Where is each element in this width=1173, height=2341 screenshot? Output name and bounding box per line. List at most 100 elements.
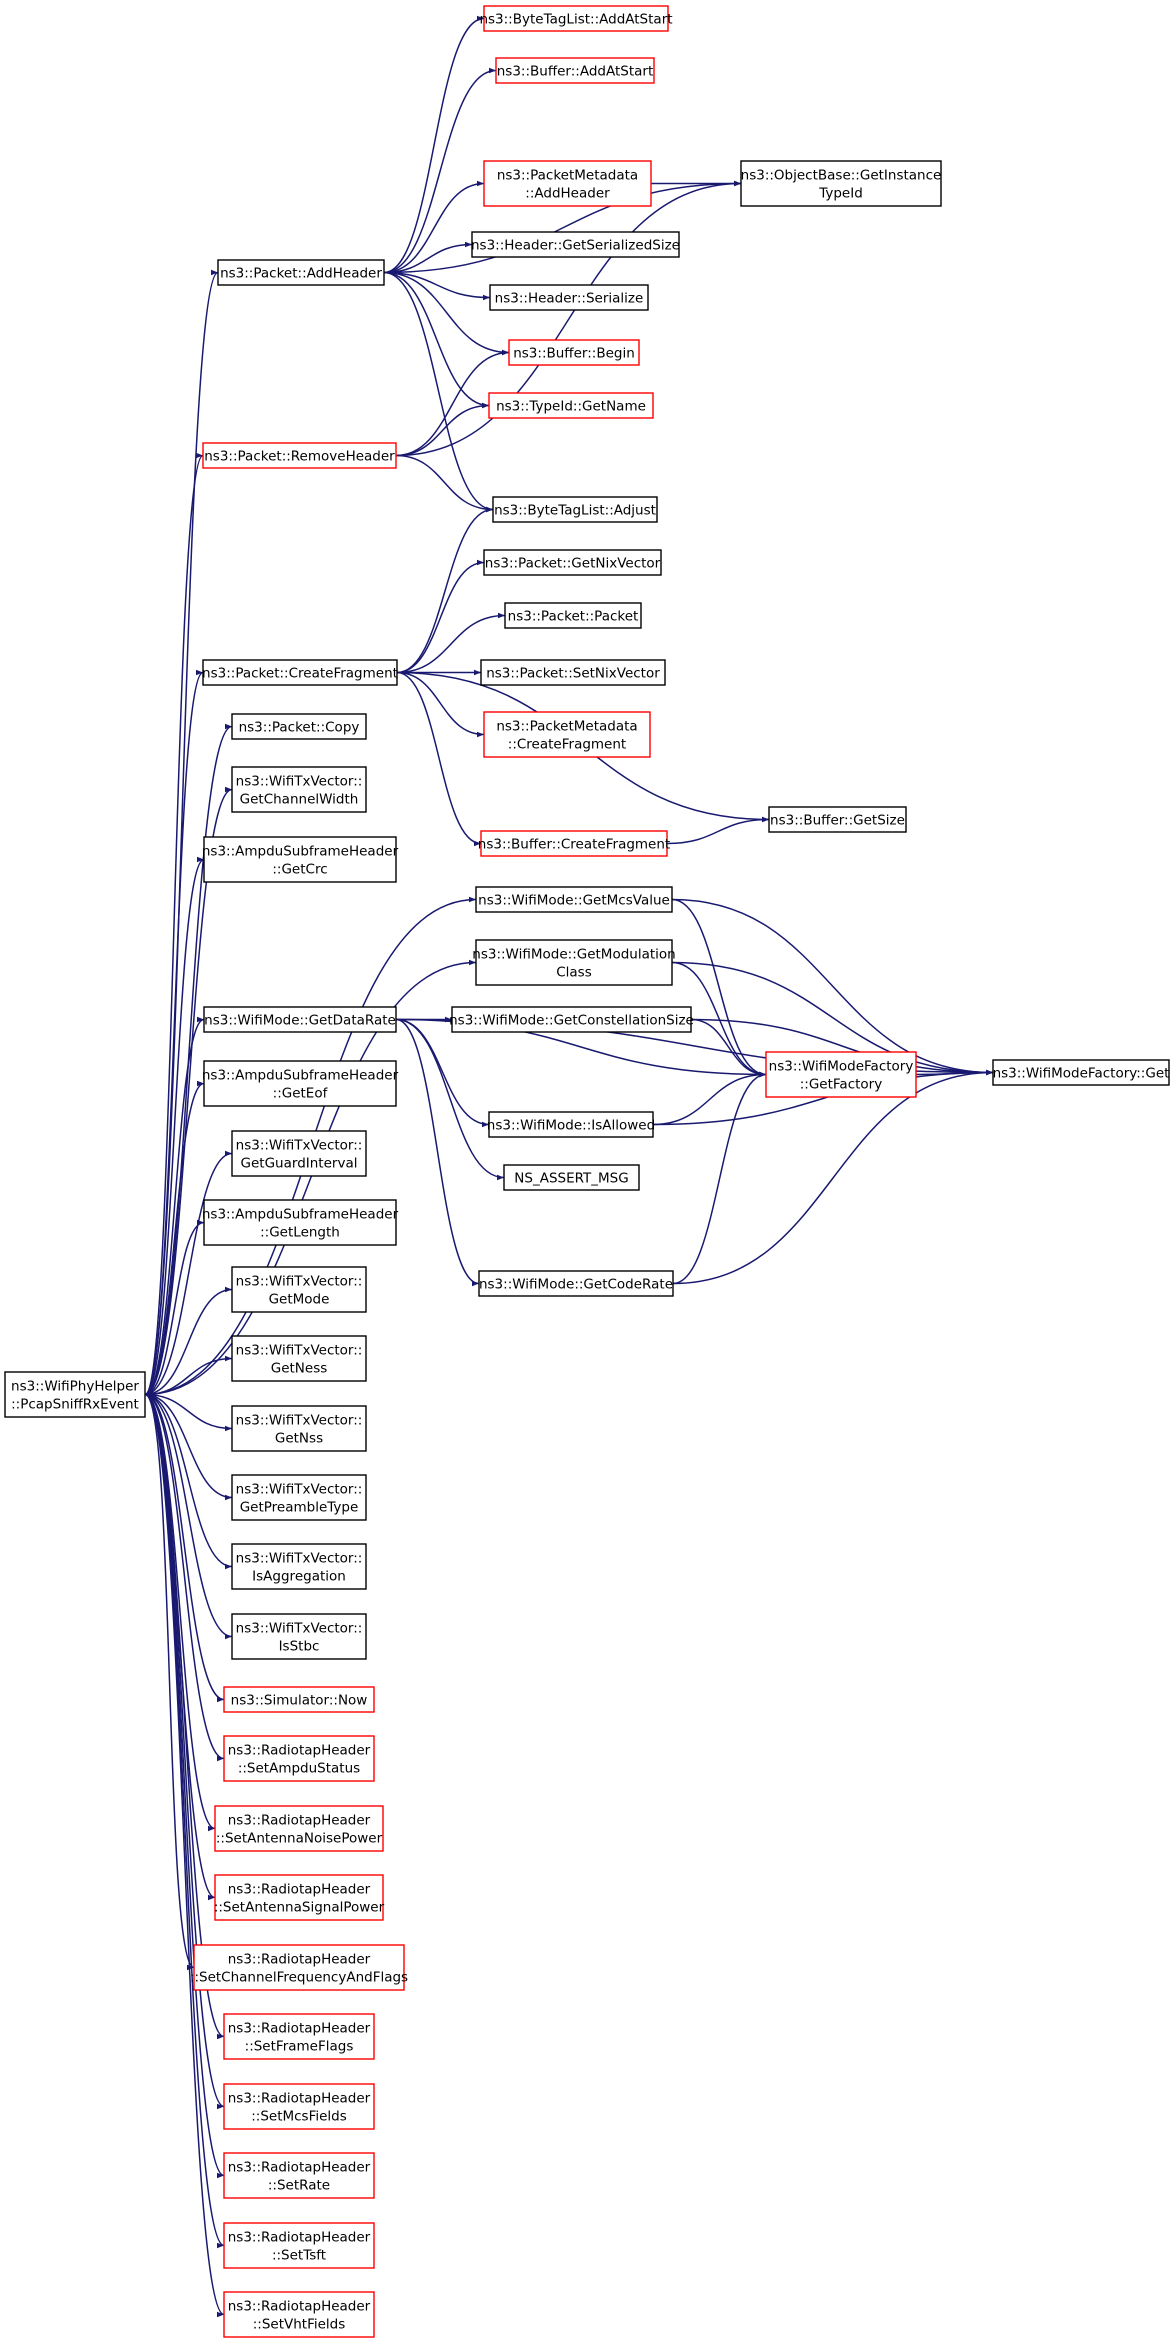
- node-label: ns3::Header::GetSerializedSize: [471, 238, 680, 254]
- node-rt-setantennasignal[interactable]: ns3::RadiotapHeader::SetAntennaSignalPow…: [214, 1874, 385, 1921]
- node-pkt-removeheader[interactable]: ns3::Packet::RemoveHeader: [202, 442, 397, 469]
- node-box: [223, 2083, 375, 2130]
- edge-root-to-pkt-removeheader: [144, 452, 204, 1396]
- node-box: [203, 836, 397, 883]
- node-rt-setrate[interactable]: ns3::RadiotapHeader::SetRate: [223, 2152, 375, 2199]
- node-label: ns3::PacketMetadata: [496, 719, 637, 735]
- node-rt-setampdustatus[interactable]: ns3::RadiotapHeader::SetAmpduStatus: [223, 1735, 375, 1782]
- node-bt-addatstart[interactable]: ns3::ByteTagList::AddAtStart: [479, 5, 673, 32]
- node-buf-createfragment[interactable]: ns3::Buffer::CreateFragment: [478, 830, 670, 857]
- node-typeid-getname[interactable]: ns3::TypeId::GetName: [488, 392, 654, 419]
- node-pkt-createfragment[interactable]: ns3::Packet::CreateFragment: [202, 659, 398, 686]
- node-pm-createfragment[interactable]: ns3::PacketMetadata::CreateFragment: [483, 711, 651, 758]
- node-txv-getness[interactable]: ns3::WifiTxVector::GetNess: [231, 1335, 367, 1382]
- node-buf-addatstart[interactable]: ns3::Buffer::AddAtStart: [495, 57, 655, 84]
- edge-root-to-txv-getmode: [144, 1286, 233, 1396]
- node-ampdu-geteof[interactable]: ns3::AmpduSubframeHeader::GetEof: [202, 1060, 399, 1107]
- node-ampdu-getcrc[interactable]: ns3::AmpduSubframeHeader::GetCrc: [202, 836, 399, 883]
- node-rt-setchannelfreq[interactable]: ns3::RadiotapHeader::SetChannelFrequency…: [190, 1944, 408, 1991]
- node-label: ns3::WifiTxVector::: [236, 1621, 363, 1637]
- node-label: ::SetChannelFrequencyAndFlags: [190, 1970, 408, 1986]
- node-label: ns3::WifiMode::GetMcsValue: [478, 893, 670, 909]
- node-buf-begin[interactable]: ns3::Buffer::Begin: [508, 339, 640, 366]
- node-layer: ns3::WifiPhyHelper::PcapSniffRxEventns3:…: [4, 5, 1170, 2338]
- node-box: [503, 1164, 640, 1191]
- node-root[interactable]: ns3::WifiPhyHelper::PcapSniffRxEvent: [4, 1371, 146, 1418]
- node-ns-assert[interactable]: NS_ASSERT_MSG: [503, 1164, 640, 1191]
- node-label: ns3::RadiotapHeader: [228, 2160, 371, 2176]
- node-txv-isstbc[interactable]: ns3::WifiTxVector::IsStbc: [231, 1613, 367, 1660]
- node-label: ns3::RadiotapHeader: [228, 2230, 371, 2246]
- node-label: ns3::Packet::AddHeader: [220, 266, 382, 282]
- node-pkt-addheader[interactable]: ns3::Packet::AddHeader: [217, 259, 385, 286]
- node-label: ::GetCrc: [272, 862, 327, 878]
- edge-root-to-ampdu-getcrc: [144, 856, 205, 1396]
- node-rt-setantennanoise[interactable]: ns3::RadiotapHeader::SetAntennaNoisePowe…: [214, 1805, 384, 1852]
- node-label: ns3::Packet::SetNixVector: [486, 666, 660, 682]
- node-box: [768, 806, 907, 833]
- edge-root-to-ampdu-geteof: [144, 1080, 205, 1396]
- node-txv-getguard[interactable]: ns3::WifiTxVector::GetGuardInterval: [231, 1130, 367, 1177]
- node-label: ns3::Buffer::Begin: [513, 346, 635, 362]
- edge-root-to-ampdu-getlength: [144, 1219, 205, 1396]
- node-label: GetChannelWidth: [240, 792, 359, 808]
- node-rt-setmcsfields[interactable]: ns3::RadiotapHeader::SetMcsFields: [223, 2083, 375, 2130]
- edge-pkt-createfragment-to-bt-adjust: [396, 506, 494, 674]
- node-box: [231, 713, 367, 740]
- node-label: ns3::AmpduSubframeHeader: [202, 844, 399, 860]
- node-hdr-serialize[interactable]: ns3::Header::Serialize: [489, 284, 649, 311]
- node-txv-getpreamble[interactable]: ns3::WifiTxVector::GetPreambleType: [231, 1474, 367, 1521]
- node-rt-settsft[interactable]: ns3::RadiotapHeader::SetTsft: [223, 2222, 375, 2269]
- node-rt-setvhtfields[interactable]: ns3::RadiotapHeader::SetVhtFields: [223, 2291, 375, 2338]
- node-buf-getsize[interactable]: ns3::Buffer::GetSize: [768, 806, 907, 833]
- node-rt-setframeflags[interactable]: ns3::RadiotapHeader::SetFrameFlags: [223, 2013, 375, 2060]
- node-pkt-packet[interactable]: ns3::Packet::Packet: [504, 602, 642, 629]
- node-box: [223, 1735, 375, 1782]
- node-bt-adjust[interactable]: ns3::ByteTagList::Adjust: [492, 496, 658, 523]
- node-label: ns3::Packet::Packet: [508, 609, 639, 625]
- node-box: [480, 659, 666, 686]
- edge-root-to-rt-setchannelfreq: [144, 1393, 195, 1971]
- node-ampdu-getlength[interactable]: ns3::AmpduSubframeHeader::GetLength: [202, 1199, 399, 1246]
- node-box: [231, 1474, 367, 1521]
- node-wm-getmcsvalue[interactable]: ns3::WifiMode::GetMcsValue: [475, 886, 673, 913]
- node-wm-getconstellation[interactable]: ns3::WifiMode::GetConstellationSize: [449, 1006, 694, 1033]
- node-label: GetGuardInterval: [241, 1156, 358, 1172]
- node-label: ns3::AmpduSubframeHeader: [202, 1207, 399, 1223]
- edge-wm-isallowed-to-wmf-getfactory: [652, 1071, 767, 1126]
- node-label: ns3::Buffer::AddAtStart: [497, 64, 654, 80]
- edge-root-to-rt-setantennanoise: [144, 1393, 216, 1832]
- node-label: GetNss: [275, 1431, 323, 1447]
- node-pkt-setnix[interactable]: ns3::Packet::SetNixVector: [480, 659, 666, 686]
- node-sim-now[interactable]: ns3::Simulator::Now: [223, 1686, 375, 1713]
- edge-root-to-rt-setampdustatus: [144, 1393, 225, 1762]
- node-box: [483, 5, 669, 32]
- node-label: ns3::Packet::GetNixVector: [485, 556, 661, 572]
- node-txv-getmode[interactable]: ns3::WifiTxVector::GetMode: [231, 1266, 367, 1313]
- node-pkt-copy[interactable]: ns3::Packet::Copy: [231, 713, 367, 740]
- node-wmf-get[interactable]: ns3::WifiModeFactory::Get: [992, 1059, 1170, 1086]
- node-hdr-getsize[interactable]: ns3::Header::GetSerializedSize: [471, 231, 680, 258]
- edge-layer: [144, 15, 994, 2318]
- node-label: ns3::WifiPhyHelper: [11, 1379, 139, 1395]
- node-wm-getcoderate[interactable]: ns3::WifiMode::GetCodeRate: [478, 1270, 674, 1297]
- edge-pkt-addheader-to-bt-adjust: [383, 271, 494, 513]
- node-txv-getnss[interactable]: ns3::WifiTxVector::GetNss: [231, 1405, 367, 1452]
- node-box: [765, 1051, 917, 1098]
- node-wm-getdatarate[interactable]: ns3::WifiMode::GetDataRate: [203, 1006, 397, 1033]
- node-label: Class: [556, 965, 592, 981]
- node-label: ns3::TypeId::GetName: [496, 399, 646, 415]
- node-wmf-getfactory[interactable]: ns3::WifiModeFactory::GetFactory: [765, 1051, 917, 1098]
- node-box: [483, 160, 652, 207]
- node-pkt-getnix[interactable]: ns3::Packet::GetNixVector: [483, 549, 662, 576]
- node-txv-getchannelwidth[interactable]: ns3::WifiTxVector::GetChannelWidth: [231, 766, 367, 813]
- node-wm-isallowed[interactable]: ns3::WifiMode::IsAllowed: [487, 1111, 655, 1138]
- node-label: ::CreateFragment: [508, 737, 626, 753]
- node-pm-addheader[interactable]: ns3::PacketMetadata::AddHeader: [483, 160, 652, 207]
- node-box: [223, 2291, 375, 2338]
- node-box: [489, 284, 649, 311]
- node-txv-isaggregation[interactable]: ns3::WifiTxVector::IsAggregation: [231, 1543, 367, 1590]
